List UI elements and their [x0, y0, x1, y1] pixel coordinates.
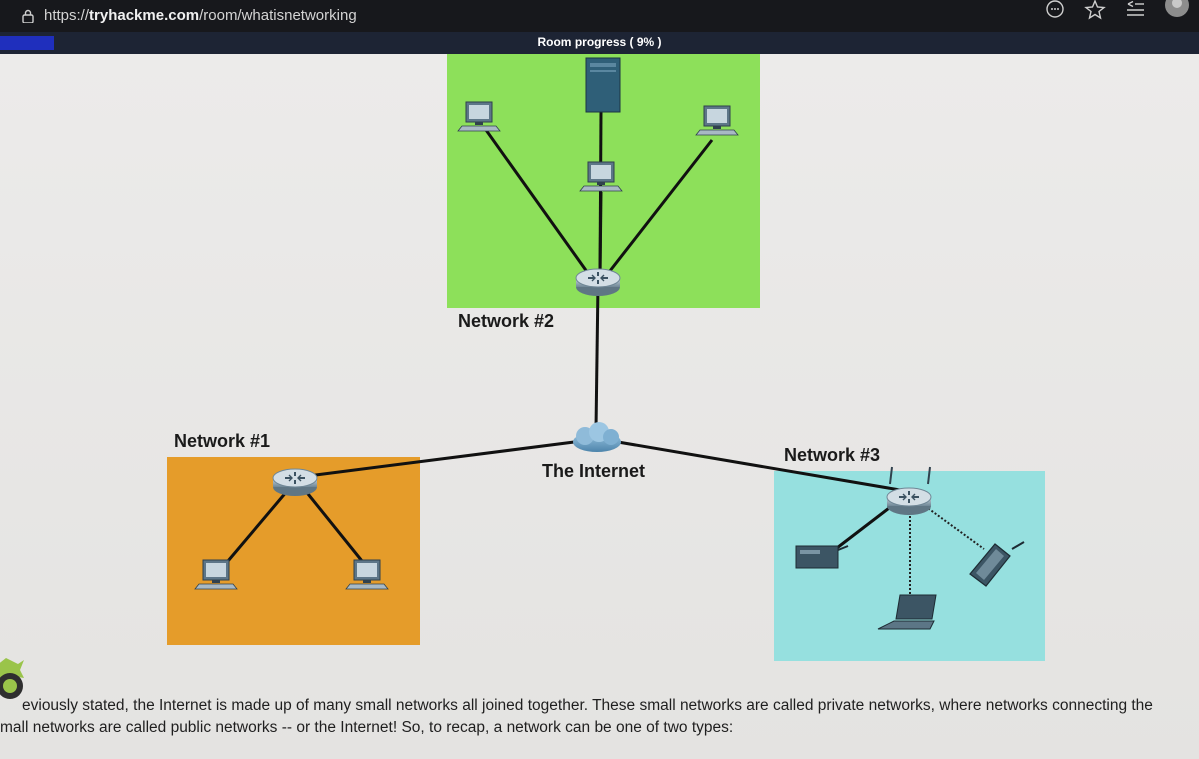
- printer-icon: [795, 545, 849, 569]
- network-3-label: Network #3: [784, 445, 881, 465]
- article-paragraph-line: eviously stated, the Internet is made up…: [22, 697, 1153, 714]
- laptop-icon: [877, 594, 937, 630]
- router-icon: [272, 468, 318, 497]
- profile-avatar-icon[interactable]: [1164, 0, 1190, 22]
- room-progress-label: Room progress ( 9% ): [537, 35, 662, 49]
- network-links: [226, 111, 901, 562]
- room-progress-fill: [0, 36, 54, 50]
- network-diagram: [167, 54, 1045, 661]
- router-icon: [575, 268, 621, 297]
- reader-mode-icon[interactable]: [1044, 0, 1066, 22]
- internet-label: The Internet: [542, 461, 646, 481]
- url-domain: tryhackme.com: [89, 7, 200, 24]
- room-content: Network #2 Network #1 Network #3 The Int…: [0, 54, 1199, 759]
- mobile-phone-icon: [969, 541, 1025, 587]
- browser-toolbar: https://tryhackme.com/room/whatisnetwork…: [0, 0, 1199, 32]
- article-paragraph-line: mall networks are called public networks…: [0, 719, 734, 736]
- wireless-links: [909, 505, 985, 594]
- cloud-icon: [573, 422, 621, 452]
- lock-icon: [22, 9, 34, 23]
- url-prefix: https://: [44, 7, 90, 24]
- wireless-router-icon: [886, 487, 932, 516]
- server-icon: [585, 57, 621, 113]
- url-path: /room/whatisnetworking: [199, 7, 357, 24]
- address-bar[interactable]: https://tryhackme.com/room/whatisnetwork…: [44, 7, 357, 24]
- author-avatar: [0, 658, 24, 699]
- network-1-label: Network #1: [174, 431, 271, 451]
- collections-icon[interactable]: [1124, 0, 1146, 22]
- room-progress-bar: Room progress ( 9% ): [0, 32, 1199, 54]
- favorite-star-icon[interactable]: [1084, 0, 1106, 22]
- network-2-label: Network #2: [458, 311, 555, 331]
